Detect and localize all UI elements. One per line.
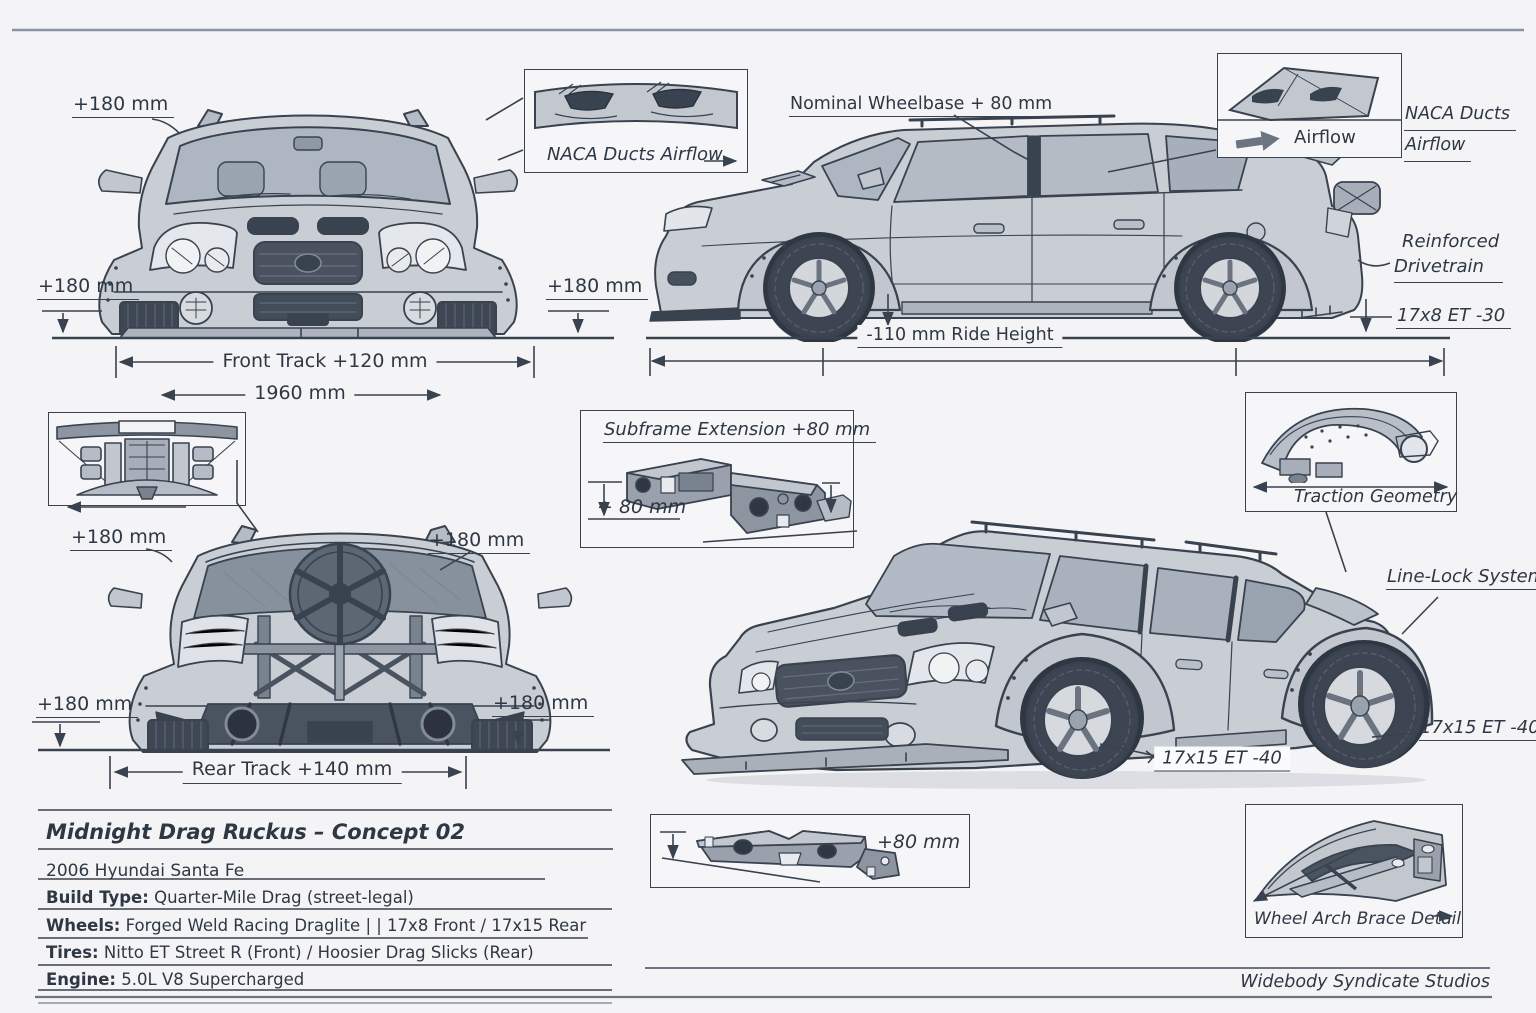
spec-row-wheels: Wheels: Forged Weld Racing Draglite | | … [46,916,586,935]
spec-label-engine: Engine: [46,970,117,989]
hood-scoop-drawing [1218,66,1401,151]
naca-airflow-box: Airflow [1217,53,1402,158]
spec-value-build: Quarter-Mile Drag (street-legal) [154,888,414,907]
rear-view-drawing [107,525,573,753]
dim-180-front-left: +180 mm [37,275,140,300]
front-view-drawing [98,109,518,339]
traction-geometry-box: Traction Geometry [1245,392,1457,512]
intercooler-detail-drawing [56,420,238,500]
spec-value-engine: 5.0L V8 Supercharged [121,970,305,989]
dim-180-rear-tr: +180 mm [428,529,531,554]
naca-duct-callout-box: NACA Ducts Airflow [524,69,748,173]
spec-label-tires: Tires: [46,943,99,962]
front-wheel-spec-label: 17x8 ET -30 [1396,305,1512,329]
dim-rear-track: Rear Track +140 mm [182,758,402,784]
spec-row-engine: Engine: 5.0L V8 Supercharged [46,970,304,989]
sheet-title: Midnight Drag Ruckus – Concept 02 [46,820,465,844]
airflow-inner-label: Airflow [1294,127,1356,148]
dim-180-rear-tl: +180 mm [70,526,173,551]
wheel-arch-box-label: Wheel Arch Brace Detail [1254,909,1462,929]
dim-180-rear-br: +180 mm [492,692,595,717]
wheel-arch-brace-box: Wheel Arch Brace Detail [1245,804,1463,938]
naca-duct-detail-drawing [534,81,738,130]
naca-callout-label: NACA Ducts Airflow [547,144,723,165]
studio-credit: Widebody Syndicate Studios [1240,972,1490,992]
dim-ride-height: -110 mm Ride Height [857,325,1063,348]
reinforced-line2: Drivetrain [1394,256,1484,277]
spec-row-tires: Tires: Nitto ET Street R (Front) / Hoosi… [46,943,534,962]
rear-wheel-spec-under: 17x15 ET -40 [1154,746,1290,772]
dim-front-track: Front Track +120 mm [213,350,437,374]
naca-side-caption-line1: NACA Ducts [1404,100,1516,131]
three-quarter-view-drawing [681,520,1434,789]
spec-label-wheels: Wheels: [46,916,121,935]
line-lock-label: Line-Lock System [1386,566,1536,590]
naca-side-caption: NACA Ducts Airflow [1404,100,1516,162]
dim-180-front-top: +180 mm [72,93,175,118]
subframe-dim-label: + 80 mm [597,496,687,518]
subframe-extension-box: Subframe Extension +80 mm + 80 mm [580,410,877,548]
subframe-box-title: Subframe Extension +80 mm [603,419,877,443]
reinforced-line1: Reinforced [1402,231,1500,252]
naca-side-caption-line2: Airflow [1404,131,1472,162]
subframe-rail-box: +80 mm [650,814,970,888]
dim-180-front-right: +180 mm [546,275,649,300]
wheel-arch-brace-drawing [1257,820,1447,902]
subframe-rail-drawing [696,830,900,880]
rail-dim-label: +80 mm [877,831,961,853]
spec-value-tires: Nitto ET Street R (Front) / Hoosier Drag… [103,943,534,962]
traction-box-label: Traction Geometry [1294,487,1458,507]
dim-wheelbase: Nominal Wheelbase + 80 mm [789,94,1059,117]
traction-geometry-drawing [1261,407,1439,483]
reinforced-drivetrain-label: Reinforced Drivetrain [1394,229,1504,283]
spec-value-wheels: Forged Weld Racing Draglite | | 17x8 Fro… [125,916,587,935]
dim-180-rear-bl: +180 mm [36,693,139,718]
vehicle-model: 2006 Hyundai Santa Fe [46,861,245,881]
spec-label-build: Build Type: [46,888,149,907]
rear-wheel-spec-right: 17x15 ET -40 [1419,717,1536,741]
dim-overall-width: 1960 mm [245,382,355,406]
intercooler-detail-box [48,412,246,506]
spec-row-build: Build Type: Quarter-Mile Drag (street-le… [46,888,414,907]
side-view-drawing [649,114,1381,342]
